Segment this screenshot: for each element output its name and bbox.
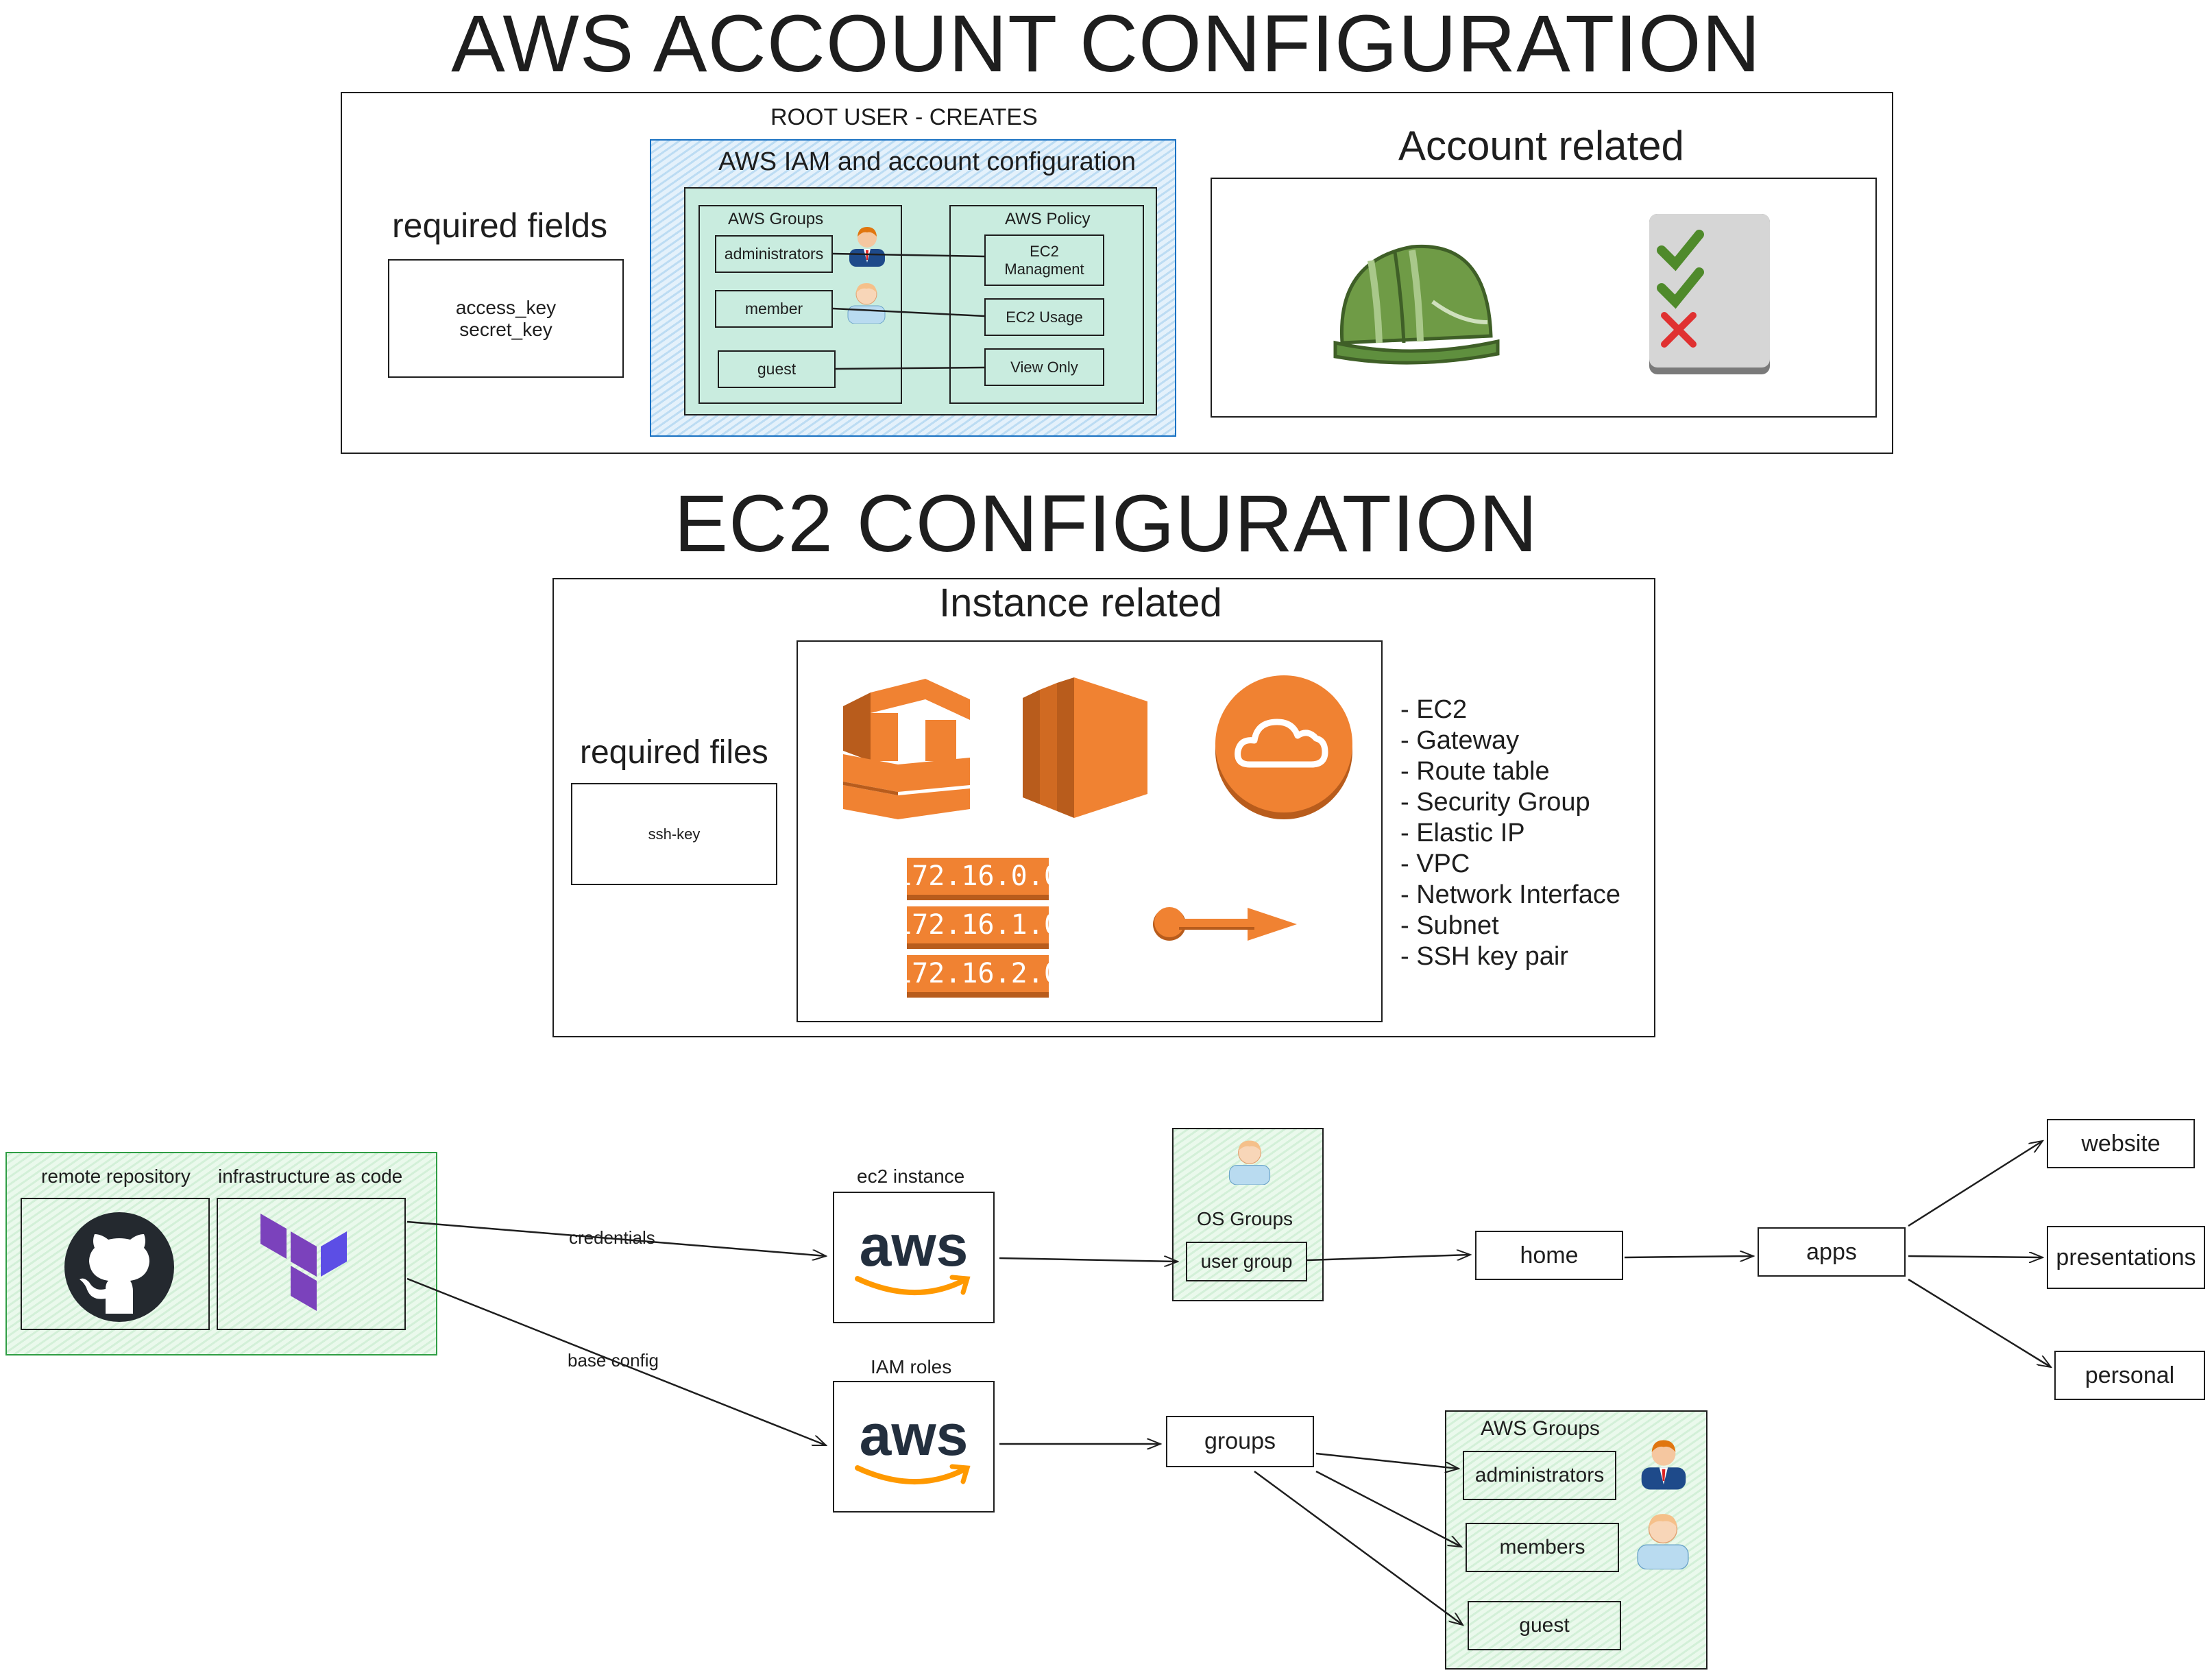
resource-item: - Route table [1400, 757, 1550, 786]
aws-policy-title: AWS Policy [1005, 210, 1091, 228]
required-fields-box: access_key secret_key [388, 259, 624, 378]
aws-account-configuration-title: AWS ACCOUNT CONFIGURATION [451, 0, 1761, 89]
remote-repository-label: remote repository [41, 1166, 191, 1187]
os-groups-label: OS Groups [1197, 1208, 1293, 1229]
iam-roles-label: IAM roles [871, 1356, 952, 1377]
aws-smile-icon [855, 1464, 971, 1485]
required-fields-title: required fields [392, 206, 608, 245]
ec2-icon [1023, 677, 1147, 818]
connector-line [832, 252, 985, 258]
group-guest[interactable]: guest [718, 350, 836, 388]
access-key-label: access_key [455, 296, 557, 318]
cloud-icon [1215, 675, 1352, 819]
terraform-icon [260, 1214, 347, 1311]
connector-line [832, 307, 985, 317]
group-member[interactable]: member [715, 290, 833, 328]
aws-groups-title: AWS Groups [728, 210, 824, 228]
presentations-node[interactable]: presentations [2047, 1226, 2205, 1289]
aws-logo-icon: aws [859, 1214, 969, 1278]
resource-item: - EC2 [1400, 695, 1468, 724]
connector-line [999, 1258, 1178, 1262]
resource-item: - Security Group [1400, 788, 1590, 817]
connector-line [1306, 1255, 1470, 1262]
apps-node[interactable]: apps [1758, 1227, 1906, 1277]
user-group-box[interactable]: user group [1186, 1242, 1307, 1281]
aws-smile-icon [855, 1275, 971, 1296]
checklist-icon [1649, 214, 1770, 374]
account-related-title: Account related [1398, 123, 1684, 169]
connector-line [1315, 1470, 1461, 1547]
subnet-block: 172.16.2.0 [895, 955, 1060, 998]
resource-item: - SSH key pair [1400, 942, 1568, 971]
connector-line [835, 366, 985, 370]
policy-view-only[interactable]: View Only [984, 348, 1104, 386]
ec2-resource-list: - EC2 - Gateway - Route table - Security… [1400, 695, 1620, 972]
gateway-icon [843, 679, 970, 819]
group-administrators[interactable]: administrators [715, 235, 833, 273]
aws-groups-panel-title: AWS Groups [1481, 1417, 1600, 1440]
personal-node[interactable]: personal [2054, 1351, 2205, 1400]
resource-item: - Subnet [1400, 911, 1499, 940]
user-icon [1637, 1514, 1689, 1569]
policy-ec2-management[interactable]: EC2 Managment [984, 234, 1104, 286]
infrastructure-as-code-label: infrastructure as code [218, 1166, 403, 1187]
resource-item: - Gateway [1400, 726, 1520, 755]
arrow-icon [1153, 907, 1297, 941]
ec2-instance-box[interactable]: aws [833, 1192, 995, 1323]
user-icon [1641, 1440, 1686, 1490]
aws-group-members[interactable]: members [1466, 1523, 1619, 1572]
subnet-block: 172.16.1.0 [895, 906, 1060, 949]
iam-roles-box[interactable]: aws [833, 1381, 995, 1513]
aws-group-guest[interactable]: guest [1468, 1601, 1621, 1650]
connector-line [1254, 1470, 1463, 1625]
ec2-configuration-title: EC2 CONFIGURATION [674, 479, 1538, 569]
instance-related-title: Instance related [939, 581, 1222, 625]
root-user-label: ROOT USER - CREATES [770, 104, 1038, 130]
required-files-title: required files [580, 734, 768, 771]
resource-item: - VPC [1400, 849, 1470, 878]
aws-logo-icon: aws [859, 1403, 969, 1467]
user-icon [1228, 1140, 1271, 1185]
connector-line [1624, 1256, 1753, 1257]
resource-item: - Elastic IP [1400, 819, 1525, 847]
credentials-label: credentials [569, 1227, 655, 1248]
website-node[interactable]: website [2047, 1119, 2195, 1168]
connector-line [1908, 1278, 2051, 1367]
github-icon [64, 1212, 174, 1322]
connector-line [1908, 1256, 2043, 1257]
iam-config-title: AWS IAM and account configuration [718, 147, 1137, 176]
base-config-arrow [406, 1277, 826, 1447]
connector-line [1908, 1141, 2043, 1227]
credentials-arrow [406, 1220, 826, 1256]
aws-group-administrators[interactable]: administrators [1463, 1451, 1616, 1500]
policy-ec2-usage[interactable]: EC2 Usage [984, 298, 1104, 336]
connector-line [1315, 1452, 1459, 1469]
home-node[interactable]: home [1475, 1231, 1623, 1280]
resource-item: - Network Interface [1400, 880, 1620, 909]
ec2-instance-label: ec2 instance [857, 1166, 965, 1187]
groups-node[interactable]: groups [1166, 1416, 1314, 1467]
subnet-block: 172.16.0.0 [895, 858, 1060, 900]
secret-key-label: secret_key [459, 318, 552, 340]
required-files-box: ssh-key [571, 783, 777, 885]
helmet-icon [1333, 244, 1500, 365]
